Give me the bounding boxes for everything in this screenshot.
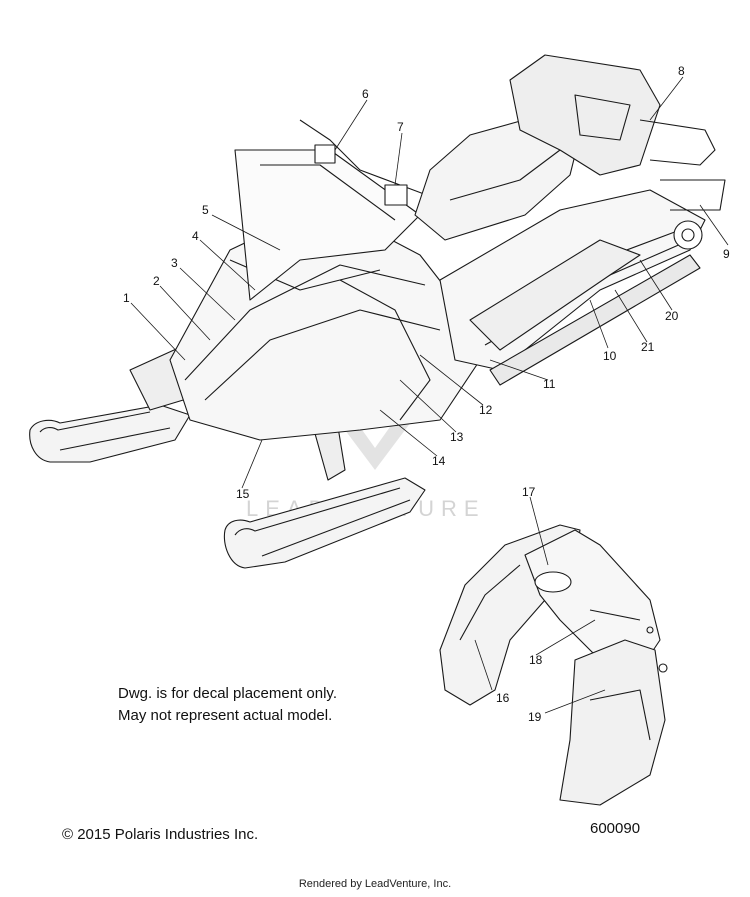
placement-note-line-1: Dwg. is for decal placement only. [118, 685, 337, 702]
drawing-number: 600090 [590, 820, 641, 837]
callout-19: 19 [528, 710, 542, 724]
callout-2: 2 [153, 274, 160, 288]
callout-12: 12 [479, 403, 493, 417]
callout-3: 3 [171, 256, 178, 270]
callout-14: 14 [432, 454, 446, 468]
callout-21: 21 [641, 340, 655, 354]
callout-15: 15 [236, 487, 250, 501]
inset-panel-drawing [439, 524, 668, 806]
callout-5: 5 [202, 203, 209, 217]
callout-8: 8 [678, 64, 685, 78]
callout-4: 4 [192, 229, 199, 243]
callout-10: 10 [603, 349, 617, 363]
leader-lines [130, 76, 729, 714]
callout-20: 20 [665, 309, 679, 323]
rendered-by-footer: Rendered by LeadVenture, Inc. [298, 878, 452, 890]
callout-16: 16 [496, 691, 510, 705]
callout-7: 7 [397, 120, 404, 134]
callout-6: 6 [362, 87, 369, 101]
callout-9: 9 [723, 247, 730, 261]
copyright-text: © 2015 Polaris Industries Inc. [62, 826, 259, 843]
callout-11: 11 [543, 377, 556, 391]
snowmobile-drawing [29, 54, 726, 569]
callout-17: 17 [522, 485, 536, 499]
placement-note-line-2: May not represent actual model. [118, 707, 333, 724]
callout-labels: 1 2 3 4 5 6 7 8 9 10 11 12 13 14 15 16 1… [123, 64, 730, 724]
callout-18: 18 [529, 653, 543, 667]
callout-13: 13 [450, 430, 464, 444]
callout-1: 1 [123, 291, 130, 305]
